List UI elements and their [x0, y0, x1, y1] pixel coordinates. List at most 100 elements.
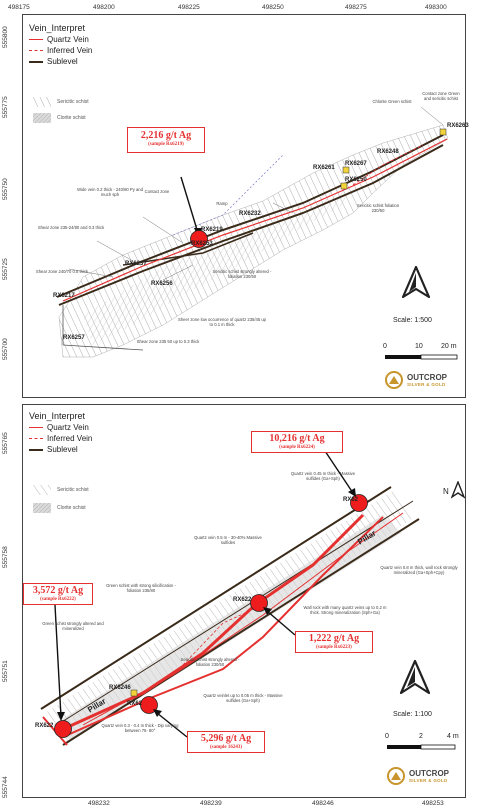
legend-item-inferred-vein: Inferred Vein [29, 45, 92, 56]
sublevel-line [122, 232, 254, 266]
sample-label: RX6261 [313, 165, 335, 171]
scale-bar-segment [420, 744, 456, 750]
map-note: Chlorite Green schist [372, 99, 412, 104]
map-note: Wide vein 0.2 thick - 240/80 Py and much… [77, 187, 143, 197]
scale-tick: 2 [419, 733, 423, 740]
top-legend: Vein_Interpret Quartz Vein Inferred Vein… [29, 23, 92, 67]
map-note: Green schist strongly altered and minera… [42, 621, 104, 631]
map-note: Sericitic schist strongly altered - foli… [212, 269, 272, 279]
sample-marker [130, 689, 138, 697]
legend-item-sublevel: Sublevel [29, 56, 92, 67]
x-coord: 498239 [200, 800, 222, 807]
north-arrow-icon [401, 265, 431, 299]
sample-label: RX6267 [345, 161, 367, 167]
y-coord: 555750 [2, 178, 9, 200]
map-note: Green schist with strong silicification … [106, 583, 176, 593]
map-note: Quartz vein 0.5 m - 30-40% Massive sulfi… [194, 535, 262, 545]
scale-label: Scale: 1:100 [393, 711, 432, 718]
y-coord: 555765 [2, 432, 9, 454]
sample-label: RX62 [343, 497, 359, 503]
high-grade-marker [350, 494, 368, 512]
x-coord: 498300 [425, 4, 447, 11]
scale-tick: 0 [383, 343, 387, 350]
quartz-vein-line [82, 512, 404, 726]
legend-item-inferred-vein: Inferred Vein [29, 433, 92, 444]
x-coord: 498275 [345, 4, 367, 11]
inferred-vein-line [352, 144, 424, 186]
ramp-outline [172, 154, 284, 236]
callout-arrow [266, 610, 296, 636]
x-coord: 498246 [312, 800, 334, 807]
legend-title: Vein_Interpret [29, 411, 86, 421]
legend-item-quartz-vein: Quartz Vein [29, 422, 92, 433]
map-note: Sheer zone low occurrence of quartz 235/… [178, 317, 266, 327]
logo-icon [385, 371, 403, 389]
map-note: Sericitic schist strongly altered - foli… [180, 657, 240, 667]
grade-callout: 5,296 g/t Ag (sample 16243) [187, 731, 265, 753]
high-grade-marker [54, 720, 72, 738]
legend-schist-clorite: Clorite schist [33, 503, 86, 513]
bottom-map-drawing [40, 450, 456, 750]
x-coord: 498253 [422, 800, 444, 807]
scale-bar-segment [387, 745, 421, 749]
map-note: Quartz vein 0.45 m thick - Massive sulfi… [290, 471, 356, 481]
sample-marker [342, 166, 350, 174]
top-map-panel: 498175 498200 498225 498250 498275 49830… [0, 0, 488, 400]
sample-label: RX622 [35, 723, 54, 729]
scale-tick: 4 m [447, 733, 459, 740]
sample-marker [439, 128, 447, 136]
bottom-legend: Vein_Interpret Quartz Vein Inferred Vein… [29, 411, 92, 455]
map-note: Contact zone Green and sericitic schist [422, 91, 460, 101]
sublevel-line [56, 134, 444, 298]
sample-label: RX6219 [201, 227, 223, 233]
sublevel-line [40, 486, 392, 710]
sample-label: RX6217 [53, 293, 75, 299]
y-coord: 555775 [2, 96, 9, 118]
sample-label: RX62 [127, 701, 143, 707]
legend-schist-clorite: Clorite schist [33, 113, 86, 123]
high-grade-marker [190, 230, 208, 248]
scale-tick: 10 [415, 343, 423, 350]
map-note: Quartz veinlet up to 0.05 m thick - Mass… [203, 693, 283, 703]
map-note: Quartz vein 0.3 - 0.4 m thick - Dip vary… [101, 723, 179, 733]
quartz-vein-line [62, 516, 384, 738]
y-coord: 555700 [2, 338, 9, 360]
sample-label: RX622 [233, 597, 252, 603]
grade-callout: 3,572 g/t Ag (sample Rx6222) [23, 583, 93, 605]
north-small-icon [451, 481, 465, 499]
sample-label: RX6237 [125, 261, 147, 267]
sample-label: RX6232 [239, 211, 261, 217]
scale-bar-segment [385, 355, 421, 359]
callout-arrow [180, 176, 199, 234]
sample-label: RX6250 [345, 177, 367, 183]
sample-label: RX6256 [151, 281, 173, 287]
map-note: Wall rock with many quartz veins up to 0… [303, 605, 387, 615]
y-coord: 555800 [2, 26, 9, 48]
legend-item-quartz-vein: Quartz Vein [29, 34, 92, 45]
north-arrow-icon [399, 659, 431, 695]
north-label: N [443, 487, 449, 496]
sample-label: RX6253 [191, 241, 213, 247]
scale-label: Scale: 1:500 [393, 317, 432, 324]
legend-item-sublevel: Sublevel [29, 444, 92, 455]
quartz-vein-line [62, 138, 448, 302]
drift-line [62, 344, 144, 351]
top-map-drawing [56, 106, 458, 360]
grade-callout: 10,216 g/t Ag (sample Rx6224) [251, 431, 343, 453]
sample-label: RX6246 [109, 685, 131, 691]
x-coord: 498200 [93, 4, 115, 11]
sublevel-line [62, 518, 420, 746]
callout-arrow [156, 712, 188, 738]
grade-callout: 2,216 g/t Ag (sample Rx6219) [127, 127, 205, 153]
y-coord: 555744 [2, 776, 9, 798]
callout-arrow [324, 450, 354, 494]
x-coord: 498232 [88, 800, 110, 807]
grade-callout: 1,222 g/t Ag (sample Rx6223) [295, 631, 373, 653]
bottom-map-panel: 498232 498239 498246 498253 555765 55575… [0, 402, 488, 812]
sample-label: RX6263 [447, 123, 469, 129]
clorite-schist-area [83, 181, 353, 345]
map-note: Contact zone [144, 189, 170, 194]
callout-arrow [54, 604, 62, 718]
x-coord: 498225 [178, 4, 200, 11]
scale-tick: 0 [385, 733, 389, 740]
